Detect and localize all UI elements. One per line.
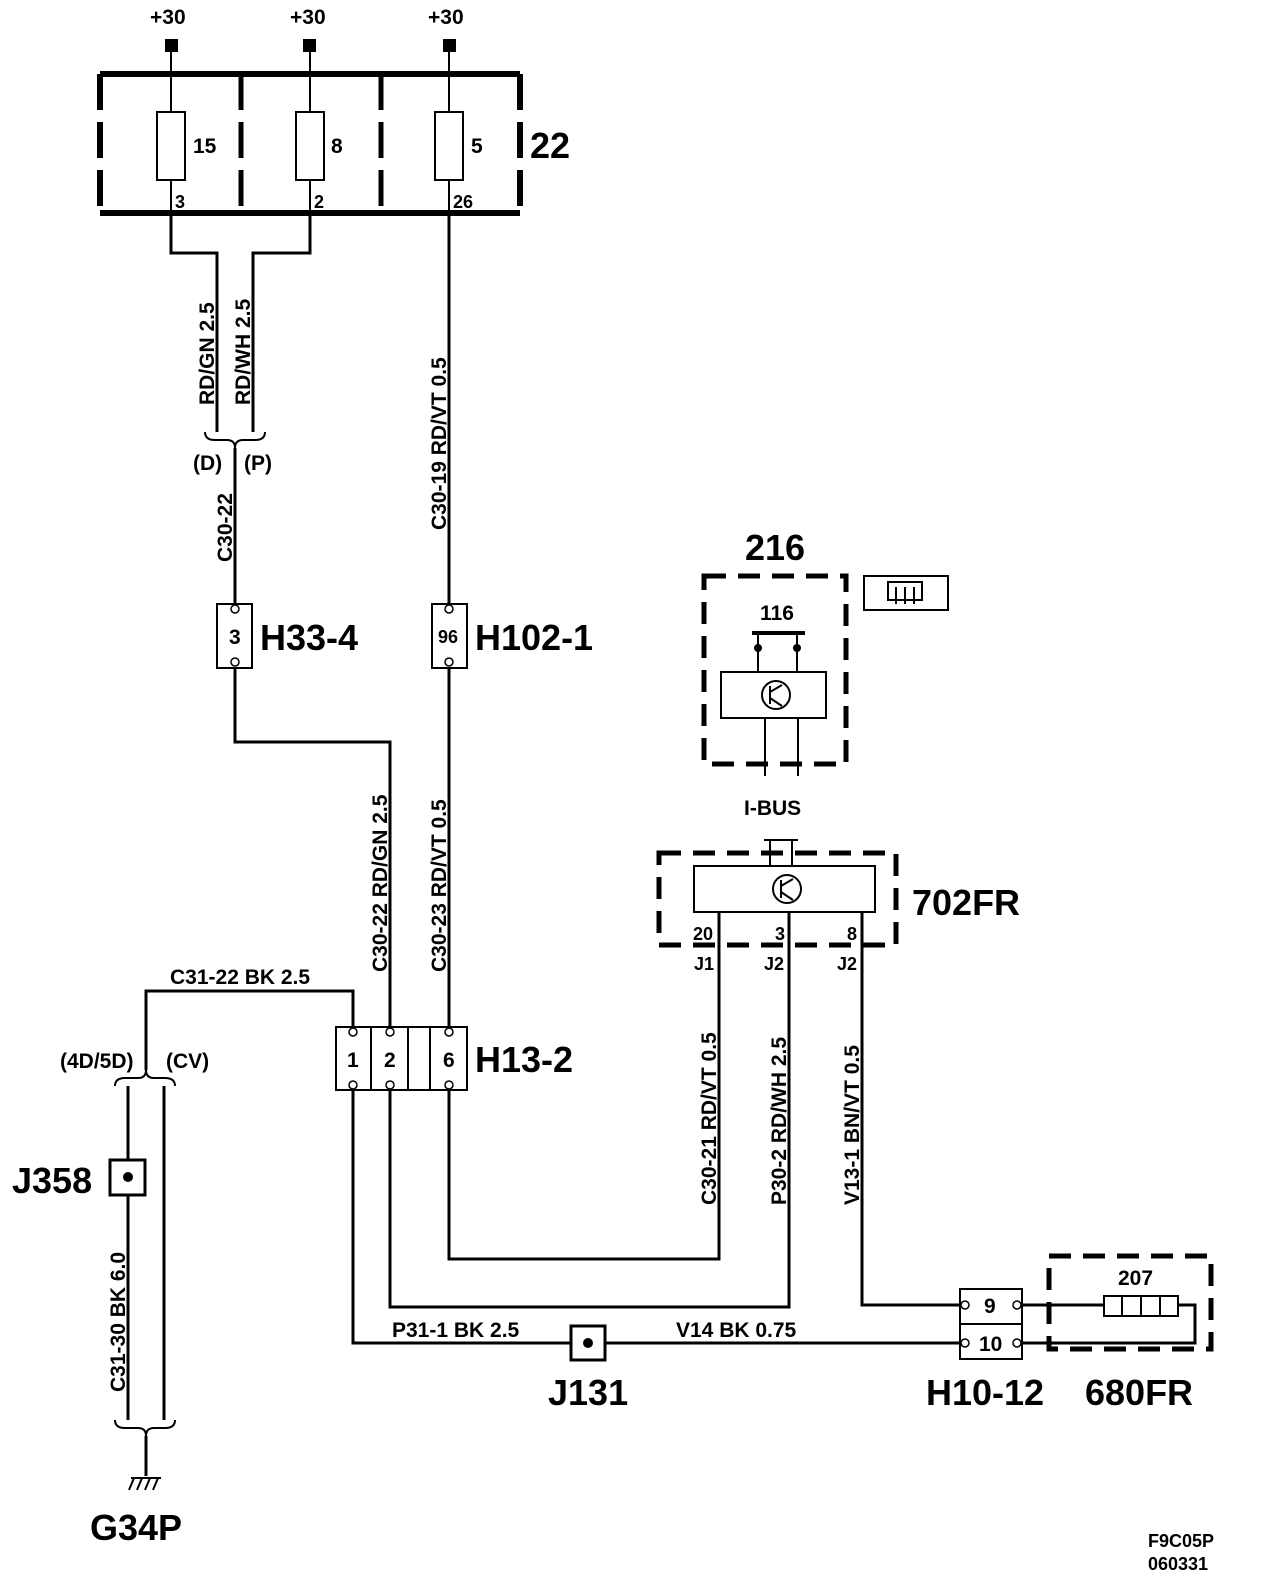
fuse-15 bbox=[156, 111, 186, 181]
fuse-8 bbox=[295, 111, 325, 181]
fuse-number: 15 bbox=[193, 135, 217, 158]
connector-h13-2: 1 2 6 H13-2 bbox=[335, 1026, 573, 1091]
supply-label: +30 bbox=[428, 6, 464, 29]
wire-label: C31-30 BK 6.0 bbox=[107, 1252, 130, 1392]
connector-label: H102-1 bbox=[475, 617, 593, 658]
wire-label: RD/GN 2.5 bbox=[196, 302, 219, 405]
wire-label: C30-19 RD/VT 0.5 bbox=[428, 357, 451, 530]
wire-label: C30-23 RD/VT 0.5 bbox=[428, 799, 451, 972]
variant-label: (4D/5D) bbox=[60, 1050, 134, 1073]
fuse-pin: 2 bbox=[314, 192, 324, 212]
fuse-number: 8 bbox=[331, 135, 343, 158]
splice-label: J358 bbox=[12, 1160, 92, 1201]
supply-terminal bbox=[443, 39, 456, 52]
connector-pin: 96 bbox=[438, 627, 458, 647]
connector-label: H13-2 bbox=[475, 1039, 573, 1080]
element-label: 207 bbox=[1118, 1267, 1153, 1290]
supply-label: +30 bbox=[150, 6, 186, 29]
ground-icon bbox=[128, 1477, 161, 1491]
supply-terminal bbox=[303, 39, 316, 52]
fuse-5 bbox=[434, 111, 464, 181]
fuse-number: 5 bbox=[471, 135, 483, 158]
module-pin: 20 bbox=[693, 924, 713, 944]
connector-pin: 10 bbox=[979, 1333, 1002, 1356]
doc-code: F9C05P bbox=[1148, 1531, 1214, 1551]
connector-pin: 1 bbox=[347, 1049, 359, 1072]
component-680fr: 207 680FR bbox=[1022, 1253, 1214, 1413]
control-module bbox=[720, 671, 827, 719]
connector-label: H33-4 bbox=[260, 617, 358, 658]
module-pin: 8 bbox=[847, 924, 857, 944]
fuse-box-label: 22 bbox=[530, 125, 570, 166]
wire-label: P30-2 RD/WH 2.5 bbox=[768, 1037, 791, 1205]
wire-label: P31-1 BK 2.5 bbox=[392, 1319, 520, 1342]
wire-label: V14 BK 0.75 bbox=[676, 1319, 797, 1342]
transistor-icon bbox=[772, 874, 802, 904]
wire-label: C31-22 BK 2.5 bbox=[170, 966, 310, 989]
transistor-icon bbox=[761, 680, 791, 710]
splice-j131: J131 bbox=[548, 1324, 628, 1413]
ground-label: G34P bbox=[90, 1507, 182, 1548]
component-label: 680FR bbox=[1085, 1372, 1193, 1413]
module-jack: J2 bbox=[764, 954, 784, 974]
fuse-pin: 3 bbox=[175, 192, 185, 212]
connector-h102-1: 96 H102-1 bbox=[431, 603, 593, 669]
component-label: 702FR bbox=[912, 882, 1020, 923]
module-pin: 3 bbox=[775, 924, 785, 944]
wire-label: C30-21 RD/VT 0.5 bbox=[698, 1032, 721, 1205]
component-label: 216 bbox=[745, 527, 805, 568]
component-216: 216 116 bbox=[701, 527, 849, 776]
splice-j358: J358 bbox=[12, 1158, 147, 1201]
wire-label: C30-22 RD/GN 2.5 bbox=[369, 794, 392, 972]
variant-label: (D) bbox=[193, 452, 222, 475]
component-702fr: 20 3 8 J1 J2 J2 702FR bbox=[656, 850, 1020, 974]
wire-paths bbox=[114, 213, 960, 1476]
ground-g34p: G34P bbox=[90, 1477, 182, 1548]
connector-icon bbox=[863, 575, 949, 611]
module-jack: J1 bbox=[694, 954, 714, 974]
wire-label: V13-1 BN/VT 0.5 bbox=[841, 1045, 864, 1205]
fuse-box: +30 +30 +30 15 8 5 3 2 26 22 bbox=[97, 6, 570, 216]
connector-pin: 2 bbox=[384, 1049, 396, 1072]
connector-pin: 3 bbox=[229, 626, 241, 649]
connector-pin: 9 bbox=[984, 1295, 996, 1318]
wire-label: C30-22 bbox=[214, 493, 237, 562]
fuse-pin: 26 bbox=[453, 192, 473, 212]
variant-label: (P) bbox=[244, 452, 272, 475]
variant-label: (CV) bbox=[166, 1050, 209, 1073]
splice-label: J131 bbox=[548, 1372, 628, 1413]
wire-label: RD/WH 2.5 bbox=[232, 299, 255, 406]
supply-terminal bbox=[165, 39, 178, 52]
switch-label: 116 bbox=[760, 602, 794, 625]
connector-label: H10-12 bbox=[926, 1372, 1044, 1413]
supply-label: +30 bbox=[290, 6, 326, 29]
bus-label: I-BUS bbox=[744, 797, 801, 820]
connector-h33-4: 3 H33-4 bbox=[216, 603, 358, 669]
connector-h10-12: 9 10 H10-12 bbox=[926, 1288, 1044, 1413]
doc-date: 060331 bbox=[1148, 1554, 1208, 1574]
module-jack: J2 bbox=[837, 954, 857, 974]
connector-pin: 6 bbox=[443, 1049, 455, 1072]
